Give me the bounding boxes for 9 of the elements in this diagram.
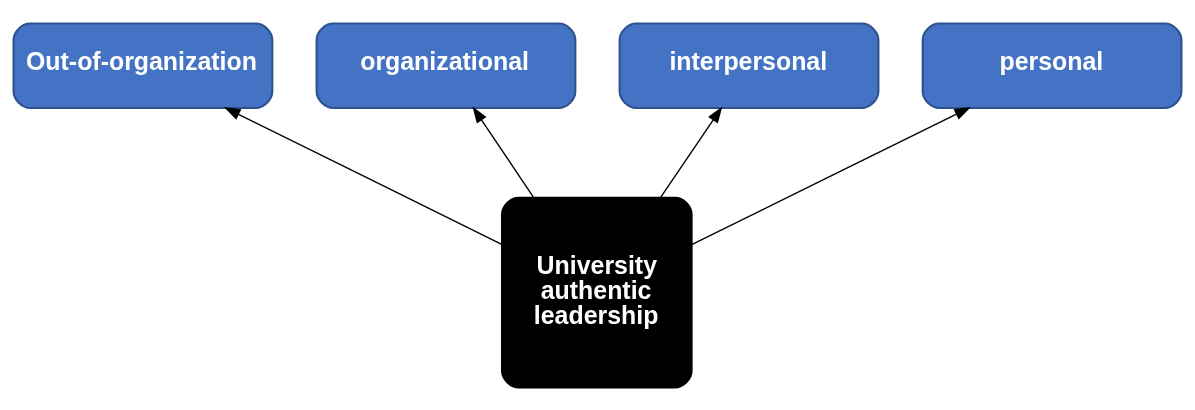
arrow xyxy=(659,105,723,198)
node-box: personal xyxy=(921,22,1183,109)
arrow xyxy=(223,106,503,245)
arrow xyxy=(691,106,972,245)
node-box: organizational xyxy=(315,22,577,109)
node-box: University authentic leadership xyxy=(500,196,693,388)
arrow xyxy=(472,105,535,198)
node-box: interpersonal xyxy=(618,22,880,109)
node-box: Out-of-organization xyxy=(12,22,274,109)
